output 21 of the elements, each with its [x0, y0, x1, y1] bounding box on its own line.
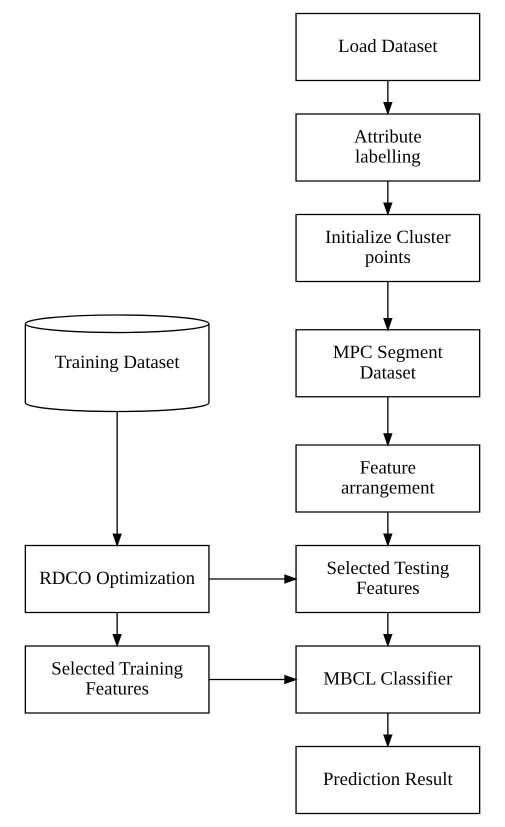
node-box: MBCL Classifier [295, 645, 480, 714]
arrow [209, 674, 298, 684]
node-box: Feature arrangement [295, 444, 480, 513]
arrow [383, 80, 393, 116]
arrow [383, 282, 393, 332]
arrow [383, 713, 393, 748]
arrow [383, 181, 393, 216]
arrow [383, 512, 393, 547]
arrow [383, 612, 393, 648]
arrow [209, 574, 298, 584]
node-box: Prediction Result [295, 746, 480, 814]
node-box: MPC Segment Dataset [295, 329, 480, 398]
node-box: Load Dataset [295, 12, 480, 82]
node-box: Selected Testing Features [295, 544, 480, 614]
arrow [112, 412, 122, 548]
node-box: RDCO Optimization [24, 544, 210, 614]
arrow [383, 397, 393, 447]
node-box: Attribute labelling [295, 113, 480, 182]
node-box: Initialize Cluster points [295, 214, 480, 282]
arrow [112, 612, 122, 648]
node-box: Selected Training Features [24, 645, 210, 714]
